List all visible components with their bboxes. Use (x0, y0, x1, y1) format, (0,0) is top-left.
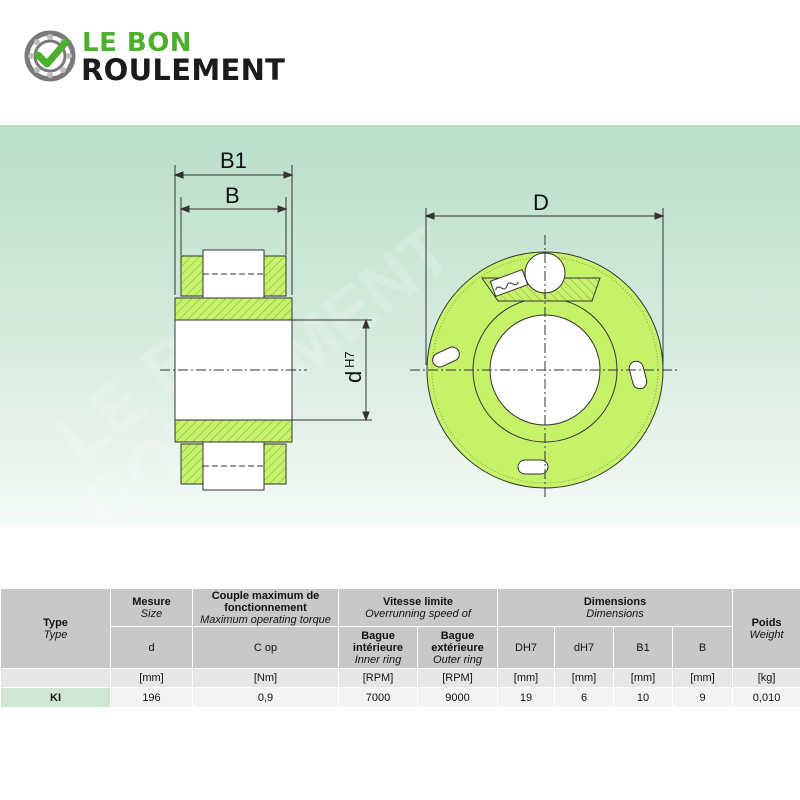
dim-label-d-bore-tolerance: H7 (342, 351, 357, 368)
dim-label-b1: B1 (220, 148, 247, 173)
header-mesure-fr: Mesure (132, 595, 171, 608)
unit-poids: [kg] (732, 668, 800, 688)
header-cop: C op (192, 626, 339, 669)
unit-b1: [mm] (613, 668, 674, 688)
unit-b: [mm] (672, 668, 734, 688)
header-dimensions-fr: Dimensions (583, 595, 647, 608)
unit-vitesse-interieure: [RPM] (338, 668, 418, 688)
unit-mesure: [mm] (110, 668, 193, 688)
drawing-background (0, 125, 800, 525)
unit-couple: [Nm] (192, 668, 339, 688)
header-d: d (110, 626, 193, 669)
unit-dh7-upper: [mm] (497, 668, 556, 688)
cell-dh7-upper: 19 (497, 687, 556, 708)
dim-label-b: B (225, 183, 240, 208)
unit-vitesse-exterieure: [RPM] (416, 668, 499, 688)
header-mesure-en: Size (140, 607, 163, 620)
unit-dh7-lower: [mm] (554, 668, 615, 688)
check-bearing-icon (24, 30, 76, 82)
cell-mesure: 196 (110, 687, 193, 708)
header-type-en: Type (43, 628, 68, 641)
cell-vitesse-exterieure: 9000 (416, 687, 499, 708)
header-type: Type Type (0, 588, 111, 669)
header-bague-exterieure: Bague extérieure Outer ring (416, 626, 499, 669)
header-bague-interieure: Bague intérieure Inner ring (338, 626, 418, 669)
table-row: KI 196 0,9 7000 9000 19 6 10 9 0,010 (0, 687, 800, 708)
header-vitesse-fr: Vitesse limite (382, 595, 454, 608)
cell-type: KI (0, 687, 111, 708)
header-poids-fr: Poids (751, 616, 782, 629)
dim-label-d-outer: D (533, 190, 549, 215)
header-poids-en: Weight (749, 628, 784, 641)
header-dimensions-en: Dimensions (586, 607, 644, 620)
cell-poids: 0,010 (732, 687, 800, 708)
header-type-fr: Type (43, 616, 68, 629)
header-couple-en: Maximum operating torque (200, 613, 331, 626)
header-dimensions: Dimensions Dimensions (497, 588, 734, 627)
header-mesure: Mesure Size (110, 588, 193, 627)
header-bague-interieure-en: Inner ring (354, 653, 402, 666)
header-b: B (672, 626, 734, 669)
header-dh7-upper: DH7 (497, 626, 556, 669)
brand-name-line2: ROULEMENT (81, 53, 286, 87)
brand-name-line1: LE BON (82, 28, 193, 58)
technical-drawing: LE BON ROULEMENT B1 B (41, 148, 680, 525)
cell-vitesse-interieure: 7000 (338, 687, 418, 708)
side-section-view: B1 B d H7 (160, 148, 372, 491)
header-couple-fr: Couple maximum de fonctionnement (211, 589, 320, 614)
cell-couple: 0,9 (192, 687, 339, 708)
cell-b1: 10 (613, 687, 674, 708)
header-poids: Poids Weight (732, 588, 800, 669)
dim-label-d-bore: d (341, 371, 366, 383)
header-dh7-lower: dH7 (554, 626, 615, 669)
cell-dh7-lower: 6 (554, 687, 615, 708)
brand-logo: LE BON ROULEMENT (24, 28, 304, 87)
header-bague-exterieure-fr: Bague extérieure (431, 629, 484, 654)
cell-b: 9 (672, 687, 734, 708)
header-bague-interieure-fr: Bague intérieure (352, 629, 404, 654)
header-b1: B1 (613, 626, 674, 669)
front-view: D (410, 190, 680, 500)
unit-type-empty (0, 668, 111, 688)
header-couple: Couple maximum de fonctionnement Maximum… (192, 588, 339, 627)
header-vitesse-en: Overrunning speed of (365, 607, 471, 620)
header-vitesse: Vitesse limite Overrunning speed of (337, 588, 499, 627)
spec-table: Type Type Mesure Size Couple maximum de … (0, 588, 800, 708)
header-bague-exterieure-en: Outer ring (433, 653, 482, 666)
